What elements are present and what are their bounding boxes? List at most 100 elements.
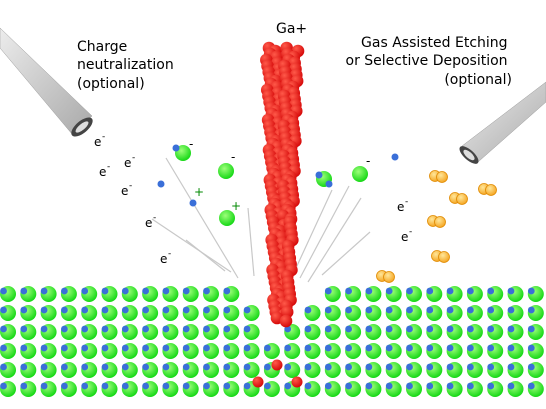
substrate-blue-atom: [304, 344, 312, 352]
substrate-blue-atom: [223, 325, 231, 333]
substrate-blue-atom: [0, 325, 7, 333]
minus-charge: -: [189, 137, 193, 151]
plus-charge: +: [231, 199, 241, 213]
electron-label: e-: [401, 227, 412, 244]
substrate-blue-atom: [446, 382, 454, 390]
substrate-blue-atom: [81, 363, 89, 371]
substrate-blue-atom: [0, 306, 7, 314]
electron-label: e-: [94, 132, 105, 149]
substrate-blue-atom: [426, 363, 434, 371]
electron-label: e-: [124, 153, 135, 170]
substrate-blue-atom: [365, 325, 373, 333]
substrate-blue-atom: [406, 287, 413, 295]
gas-molecule: [376, 270, 395, 283]
electron-label: e-: [145, 213, 156, 230]
substrate-blue-atom: [20, 344, 28, 352]
ejection-lines: [151, 157, 371, 283]
substrate-blue-atom: [0, 344, 7, 352]
substrate-blue-atom: [406, 325, 413, 333]
sputtered-blue-atom: [157, 180, 165, 188]
gas-injection-nozzle: [459, 81, 546, 164]
substrate-blue-atom: [507, 344, 515, 352]
substrate-blue-atom: [61, 382, 68, 390]
substrate-blue-atom: [426, 306, 434, 314]
substrate-blue-atom: [304, 306, 312, 314]
substrate-blue-atom: [162, 325, 170, 333]
substrate-blue-atom: [61, 306, 68, 314]
substrate-blue-atom: [345, 363, 352, 371]
substrate-blue-atom: [406, 306, 413, 314]
sputtered-atom: [219, 210, 235, 226]
substrate-blue-atom: [223, 344, 231, 352]
sputtered-atom: [352, 166, 368, 182]
implanted-ga-ion: [271, 359, 283, 371]
substrate-blue-atom: [162, 306, 170, 314]
svg-text:e: e: [94, 135, 101, 149]
substrate-blue-atom: [365, 306, 373, 314]
svg-text:-: -: [129, 181, 132, 191]
substrate-blue-atom: [121, 363, 129, 371]
substrate-blue-atom: [385, 306, 393, 314]
substrate-blue-atom: [365, 363, 373, 371]
substrate-blue-atom: [345, 344, 352, 352]
electron-flood-gun: [0, 27, 93, 137]
substrate-blue-atom: [203, 344, 210, 352]
substrate-blue-atom: [121, 287, 129, 295]
substrate-blue-atom: [487, 306, 495, 314]
substrate-blue-atom: [345, 306, 352, 314]
substrate-blue-atom: [61, 363, 68, 371]
electron-label: e-: [397, 197, 408, 214]
substrate-blue-atom: [324, 325, 332, 333]
svg-text:e: e: [397, 200, 404, 214]
substrate-blue-atom: [467, 306, 474, 314]
svg-text:-: -: [132, 153, 135, 163]
substrate-blue-atom: [40, 306, 48, 314]
substrate-blue-atom: [162, 344, 170, 352]
substrate-blue-atom: [20, 287, 28, 295]
ion-charge-markers: - - + + -: [189, 137, 370, 213]
substrate-blue-atom: [304, 363, 312, 371]
substrate-blue-atom: [426, 287, 434, 295]
substrate-blue-atom: [324, 344, 332, 352]
substrate-blue-atom: [142, 325, 150, 333]
substrate-blue-atom: [101, 363, 109, 371]
substrate-blue-atom: [40, 363, 48, 371]
substrate-blue-atom: [467, 287, 474, 295]
svg-text:-: -: [153, 213, 156, 223]
substrate-blue-atom: [162, 382, 170, 390]
substrate-blue-atom: [223, 287, 231, 295]
substrate-blue-atom: [406, 363, 413, 371]
gas-molecule: [429, 170, 448, 183]
substrate-blue-atom: [61, 287, 68, 295]
substrate-blue-atom: [101, 382, 109, 390]
substrate-blue-atom: [324, 363, 332, 371]
substrate-lattice: [0, 286, 544, 397]
svg-text:e: e: [99, 165, 106, 179]
substrate-blue-atom: [0, 363, 7, 371]
electron-label: e-: [160, 249, 171, 266]
substrate-blue-atom: [507, 363, 515, 371]
svg-text:-: -: [405, 197, 408, 207]
sputtered-particles: [157, 144, 399, 226]
substrate-blue-atom: [487, 287, 495, 295]
substrate-blue-atom: [243, 306, 251, 314]
substrate-blue-atom: [20, 325, 28, 333]
implanted-ga-ion: [252, 376, 264, 388]
substrate-blue-atom: [162, 287, 170, 295]
substrate-blue-atom: [345, 325, 352, 333]
substrate-blue-atom: [487, 363, 495, 371]
gas-molecules: [376, 170, 497, 283]
substrate-blue-atom: [203, 306, 210, 314]
substrate-blue-atom: [467, 363, 474, 371]
substrate-blue-atom: [121, 306, 129, 314]
substrate-blue-atom: [365, 344, 373, 352]
substrate-blue-atom: [527, 344, 535, 352]
substrate-blue-atom: [527, 382, 535, 390]
substrate-blue-atom: [182, 287, 190, 295]
substrate-blue-atom: [467, 382, 474, 390]
charge-neutralization-label: Charge neutralization (optional): [77, 39, 178, 92]
substrate-blue-atom: [284, 363, 292, 371]
svg-text:e: e: [401, 230, 408, 244]
svg-text:e: e: [160, 252, 167, 266]
